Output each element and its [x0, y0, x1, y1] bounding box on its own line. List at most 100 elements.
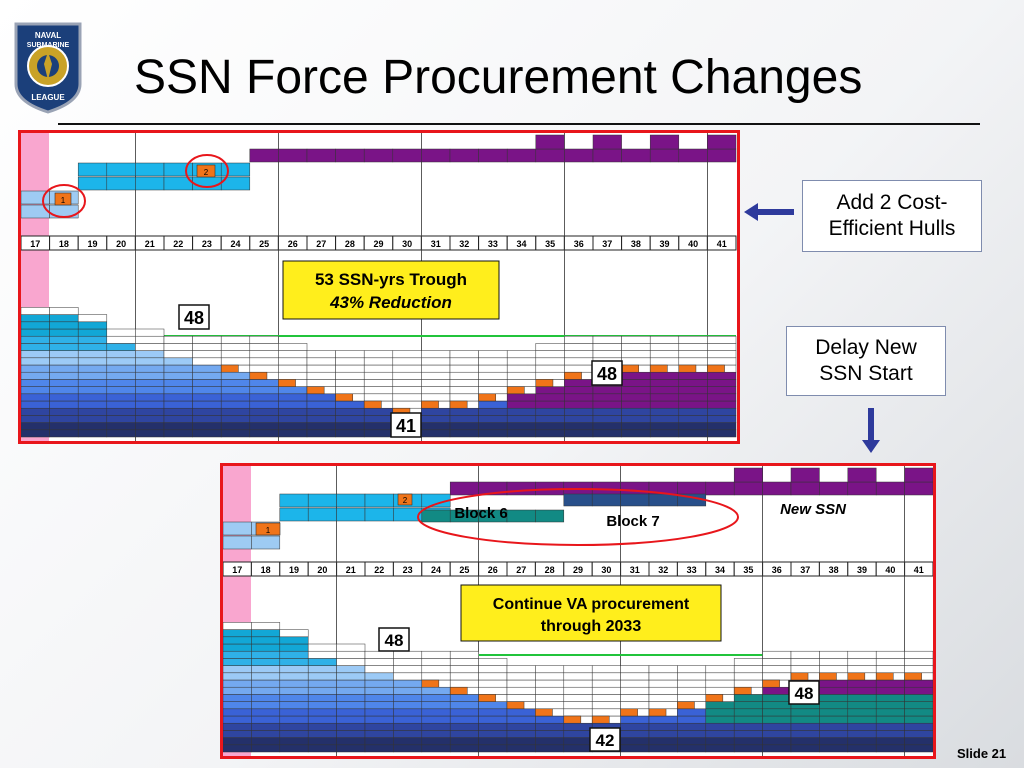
procured-hull-cell: [249, 371, 268, 380]
force-cell: [449, 722, 479, 731]
force-cell: [192, 407, 222, 416]
force-cell: [506, 422, 537, 431]
force-cell: [449, 665, 479, 674]
va-procurement-cell: [135, 162, 165, 177]
force-cell: [392, 386, 422, 395]
force-cell: [335, 429, 365, 438]
badge-peak-48: 48: [184, 308, 204, 328]
force-cell: [875, 708, 905, 717]
procured-hull-cell: [649, 364, 668, 373]
force-cell: [506, 665, 536, 674]
force-cell: [649, 357, 680, 366]
force-cell: [621, 343, 651, 351]
new-ssn-cell: [790, 467, 820, 483]
force-cell: [875, 701, 905, 710]
force-cell: [393, 672, 423, 681]
force-cell: [648, 694, 678, 702]
force-cell: [535, 415, 565, 423]
force-cell: [535, 722, 565, 731]
force-cell: [106, 393, 136, 402]
force-cell: [251, 622, 281, 630]
force-cell: [535, 407, 565, 416]
logo-text-naval: NAVAL: [35, 31, 61, 40]
force-cell: [678, 415, 708, 423]
force-cell: [535, 350, 565, 359]
force-cell: [223, 715, 252, 724]
block6-cell: [535, 509, 565, 523]
force-cell: [336, 694, 366, 702]
force-cell: [364, 694, 394, 702]
force-cell: [790, 658, 820, 666]
badge-frame: [390, 412, 422, 438]
force-cell: [564, 357, 594, 366]
force-cell: [220, 371, 251, 380]
force-cell: [847, 686, 877, 695]
force-cell: [790, 744, 820, 753]
force-cell: [363, 386, 394, 395]
force-cell: [564, 343, 594, 351]
force-cell: [648, 686, 678, 695]
force-cell: [223, 650, 252, 659]
force-cell: [279, 650, 309, 659]
force-cell: [649, 393, 680, 402]
force-cell: [762, 715, 792, 724]
force-cell: [49, 343, 79, 351]
badge-frame: [591, 360, 623, 386]
force-cell: [535, 672, 565, 681]
force-cell: [648, 672, 678, 681]
force-cell: [278, 400, 308, 409]
force-cell: [77, 328, 108, 337]
new-ssn-cell: [592, 134, 622, 150]
force-cell: [77, 400, 108, 409]
force-cell: [364, 672, 394, 681]
force-cell: [678, 343, 708, 351]
force-cell: [223, 730, 252, 738]
force-cell: [21, 350, 50, 359]
new-ssn-cell: [733, 481, 763, 496]
force-cell: [535, 665, 565, 674]
force-cell: [336, 658, 366, 666]
force-cell: [449, 658, 479, 666]
force-cell: [762, 708, 792, 717]
force-cell: [705, 730, 735, 738]
force-cell: [106, 379, 136, 387]
procured-hull-cell: [506, 386, 525, 395]
force-cell: [163, 400, 193, 409]
force-cell: [592, 343, 622, 351]
badge-end-48: 48: [795, 684, 814, 703]
force-cell: [564, 422, 594, 431]
badge-frame: [378, 627, 410, 652]
force-cell: [649, 335, 680, 344]
force-cell: [678, 371, 708, 380]
force-cell: [506, 357, 537, 366]
force-cell: [449, 672, 479, 681]
force-cell: [223, 665, 252, 674]
va-procurement-cell: [251, 535, 281, 550]
force-cell: [563, 672, 593, 681]
force-cell: [449, 371, 479, 380]
force-cell: [733, 715, 763, 724]
procured-hull-cell: [478, 694, 496, 702]
force-cell: [904, 730, 933, 738]
procured-hull-cell: [707, 364, 725, 373]
va-procurement-cell: [307, 507, 337, 522]
force-cell: [220, 415, 251, 423]
year-label-35: 35: [545, 239, 555, 249]
force-cell: [220, 400, 251, 409]
force-cell: [449, 679, 479, 688]
force-cell: [251, 629, 281, 638]
force-cell: [847, 715, 877, 724]
force-cell: [77, 415, 108, 423]
force-cell: [306, 350, 336, 359]
force-cell: [106, 335, 136, 344]
force-cell: [135, 357, 165, 366]
force-cell: [364, 722, 394, 731]
year-label-19: 19: [289, 565, 299, 575]
new-ssn-cell: [819, 481, 849, 496]
procured-hull-cell: [733, 686, 752, 695]
logo-text-league: LEAGUE: [31, 93, 65, 102]
procured-hull-cell: [847, 672, 866, 681]
va-procurement-cell: [106, 176, 136, 191]
force-cell: [819, 722, 849, 731]
force-cell: [449, 737, 479, 746]
